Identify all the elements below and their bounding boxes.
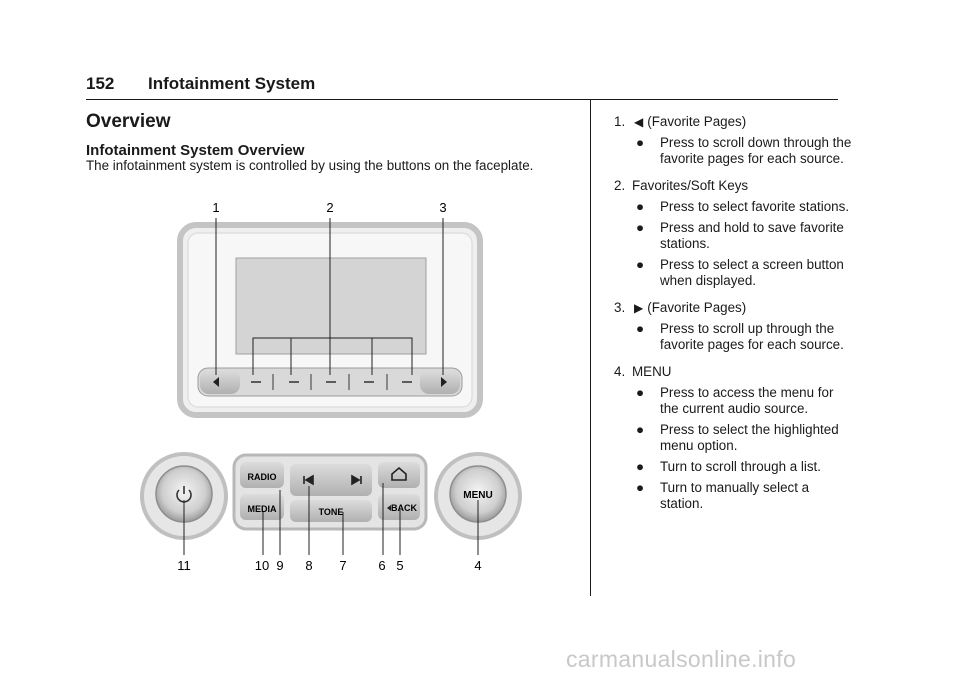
callout-11: 11 <box>177 558 191 573</box>
bullet-icon: ● <box>636 422 645 437</box>
list-item: 1. ◀ (Favorite Pages) ●Press to scroll d… <box>614 114 854 167</box>
header-divider <box>86 99 838 100</box>
item-number: 3. <box>614 300 626 315</box>
media-button[interactable] <box>240 494 284 520</box>
left-arrow-icon: ◀ <box>634 115 644 129</box>
item-label: (Favorite Pages) <box>647 300 747 315</box>
bullet-icon: ● <box>636 199 645 214</box>
bullet-icon: ● <box>636 220 645 235</box>
callout-4: 4 <box>474 558 481 573</box>
bullet-item: ●Press to select favorite stations. <box>636 199 850 214</box>
tone-label: TONE <box>319 507 344 517</box>
list-item: 4. MENU ●Press to access the menu for th… <box>614 364 854 512</box>
top-leader-lines <box>215 218 444 375</box>
bullet-item: ●Press to scroll down through the favori… <box>636 135 852 166</box>
home-button[interactable] <box>378 462 420 488</box>
right-arrow-icon: ▶ <box>634 301 644 315</box>
bullet-icon: ● <box>636 385 645 400</box>
page-number: 152 <box>86 74 115 93</box>
right-arrow-icon <box>441 377 447 387</box>
callout-3: 3 <box>439 200 446 215</box>
list-item: 2. Favorites/Soft Keys ●Press to select … <box>614 178 854 289</box>
bullet-item: ●Press to select the highlighted menu op… <box>636 422 839 453</box>
display-screen <box>235 257 427 355</box>
bullet-item: ●Turn to manually select a station. <box>636 480 810 511</box>
bullet-item: ●Press to scroll up through the favorite… <box>636 321 844 352</box>
right-arrow-button[interactable] <box>420 370 460 394</box>
watermark: carmanualsonline.info <box>566 646 797 672</box>
column-divider <box>590 100 591 596</box>
bullet-item: ●Turn to scroll through a list. <box>636 459 822 474</box>
radio-label: RADIO <box>248 472 277 482</box>
tone-button[interactable] <box>290 500 372 522</box>
bottom-leader-lines <box>183 483 479 555</box>
media-label: MEDIA <box>248 504 278 514</box>
page-heading: Overview <box>86 111 171 132</box>
intro-paragraph: The infotainment system is controlled by… <box>86 158 534 173</box>
section-title: Infotainment System <box>148 74 316 93</box>
back-arrow-icon <box>387 505 391 511</box>
callout-6: 6 <box>378 558 385 573</box>
left-arrow-icon <box>213 377 219 387</box>
bullet-item: ●Press and hold to save favorite station… <box>636 220 844 251</box>
callout-10: 10 <box>255 558 269 573</box>
item-label: Favorites/Soft Keys <box>632 178 749 193</box>
home-icon <box>391 466 407 481</box>
next-track-icon <box>351 474 362 486</box>
bullet-icon: ● <box>636 135 645 150</box>
callout-9: 9 <box>276 558 283 573</box>
control-descriptions: 1. ◀ (Favorite Pages) ●Press to scroll d… <box>614 114 854 523</box>
soft-key-separators <box>272 374 388 390</box>
previous-track-icon <box>303 474 314 486</box>
bullet-item: ●Press to access the menu for the curren… <box>636 385 834 416</box>
list-item: 3. ▶ (Favorite Pages) ●Press to scroll u… <box>614 300 854 353</box>
item-label: MENU <box>632 364 672 379</box>
left-arrow-button[interactable] <box>200 370 240 394</box>
item-number: 1. <box>614 114 626 129</box>
item-label: (Favorite Pages) <box>647 114 747 129</box>
bullet-icon: ● <box>636 459 645 474</box>
callout-1: 1 <box>212 200 219 215</box>
subheading: Infotainment System Overview <box>86 142 305 159</box>
item-number: 4. <box>614 364 626 379</box>
bullet-item: ●Press to select a screen button when di… <box>636 257 844 288</box>
back-label: BACK <box>391 503 417 513</box>
bullet-icon: ● <box>636 257 645 272</box>
radio-button[interactable] <box>240 462 284 488</box>
bullet-icon: ● <box>636 321 645 336</box>
callout-8: 8 <box>305 558 312 573</box>
menu-label: MENU <box>463 490 492 501</box>
item-number: 2. <box>614 178 626 193</box>
callout-7: 7 <box>339 558 346 573</box>
back-button[interactable] <box>378 494 420 520</box>
faceplate-figure: 1 2 3 MENU RADIO MEDIA TONE <box>140 200 522 573</box>
callout-5: 5 <box>396 558 403 573</box>
seek-button[interactable] <box>290 464 372 496</box>
callout-2: 2 <box>326 200 333 215</box>
bullet-icon: ● <box>636 480 645 495</box>
